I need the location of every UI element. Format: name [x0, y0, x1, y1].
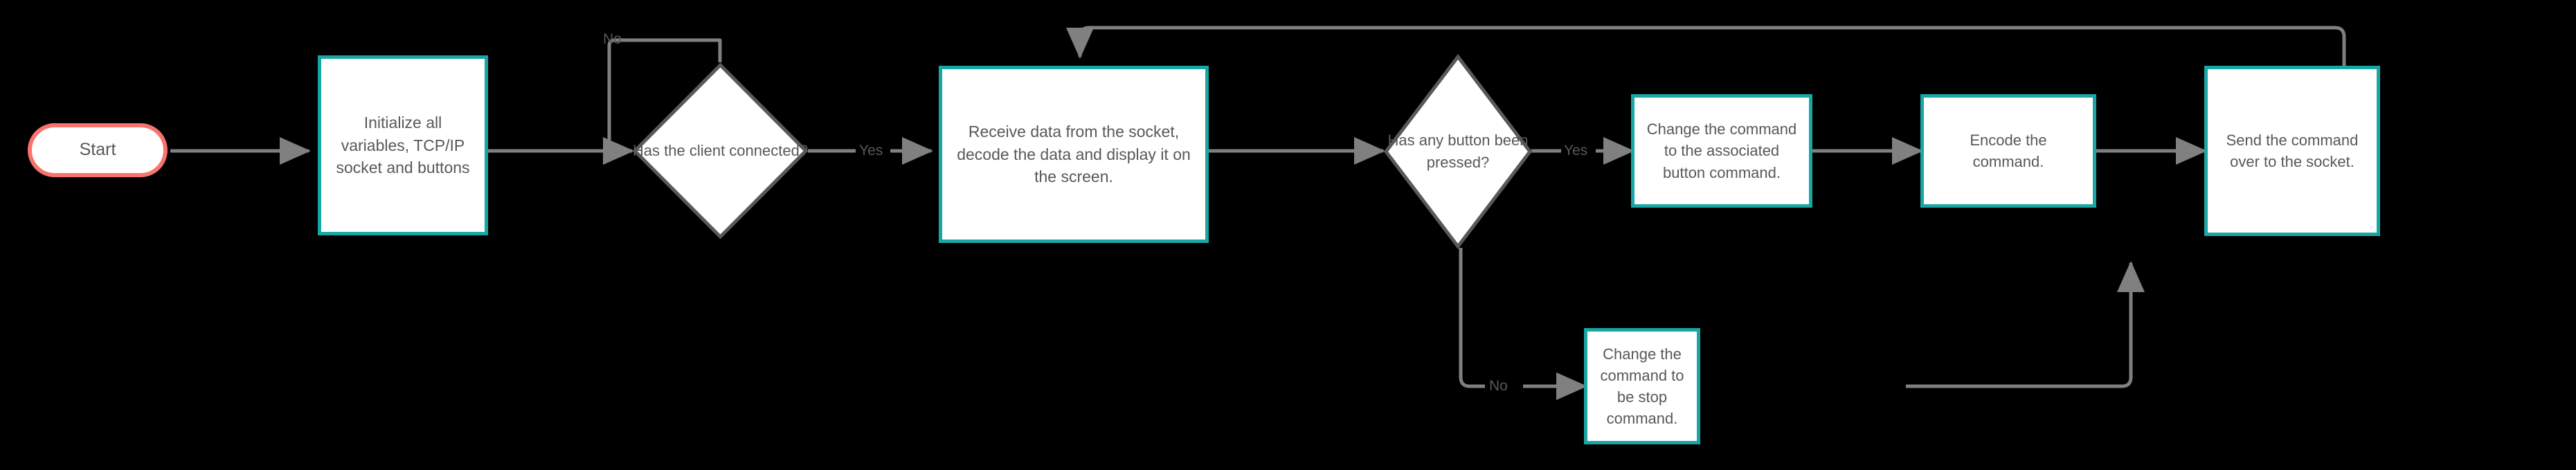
- edge-send-feedback-to-receive: [1066, 26, 2346, 66]
- edge-label-client-no: No: [603, 31, 622, 47]
- node-change-to-stop-command[interactable]: Change the command to be stop command.: [1584, 328, 1700, 444]
- edge-label-client-yes: Yes: [859, 143, 883, 159]
- node-receive-data[interactable]: Receive data from the socket, decode the…: [939, 66, 1209, 243]
- edge-client-decision-no-loop: [603, 38, 722, 165]
- node-button-pressed-label: Has any button been pressed?: [1387, 132, 1529, 171]
- edge-stop-to-encode: [1906, 260, 2145, 388]
- edge-button-decision-no: [1459, 248, 1585, 386]
- node-change-to-button-command-label: Change the command to the associated but…: [1646, 120, 1797, 181]
- node-encode-command[interactable]: Encode the command.: [1920, 94, 2096, 208]
- node-initialize-label: Initialize all variables, TCP/IP socket …: [336, 114, 470, 177]
- node-change-to-stop-command-label: Change the command to be stop command.: [1600, 345, 1684, 428]
- node-start-label: Start: [79, 140, 116, 160]
- node-send-command-label: Send the command over to the socket.: [2226, 131, 2359, 170]
- node-encode-command-label: Encode the command.: [1970, 131, 2047, 170]
- node-receive-data-label: Receive data from the socket, decode the…: [957, 123, 1191, 186]
- node-button-pressed-decision[interactable]: Has any button been pressed?: [1383, 54, 1533, 249]
- node-start[interactable]: Start: [28, 123, 168, 177]
- node-send-command[interactable]: Send the command over to the socket.: [2204, 66, 2380, 236]
- node-client-connected-label: Has the client connected?: [632, 142, 809, 160]
- edge-label-button-yes: Yes: [1564, 143, 1588, 159]
- node-button-pressed-label-wrap: Has any button been pressed?: [1383, 54, 1533, 249]
- node-client-connected-decision[interactable]: Has the client connected?: [632, 62, 809, 239]
- edge-label-button-no: No: [1489, 378, 1508, 394]
- node-change-to-button-command[interactable]: Change the command to the associated but…: [1631, 94, 1812, 208]
- node-client-connected-label-wrap: Has the client connected?: [632, 62, 809, 239]
- node-initialize[interactable]: Initialize all variables, TCP/IP socket …: [318, 55, 488, 235]
